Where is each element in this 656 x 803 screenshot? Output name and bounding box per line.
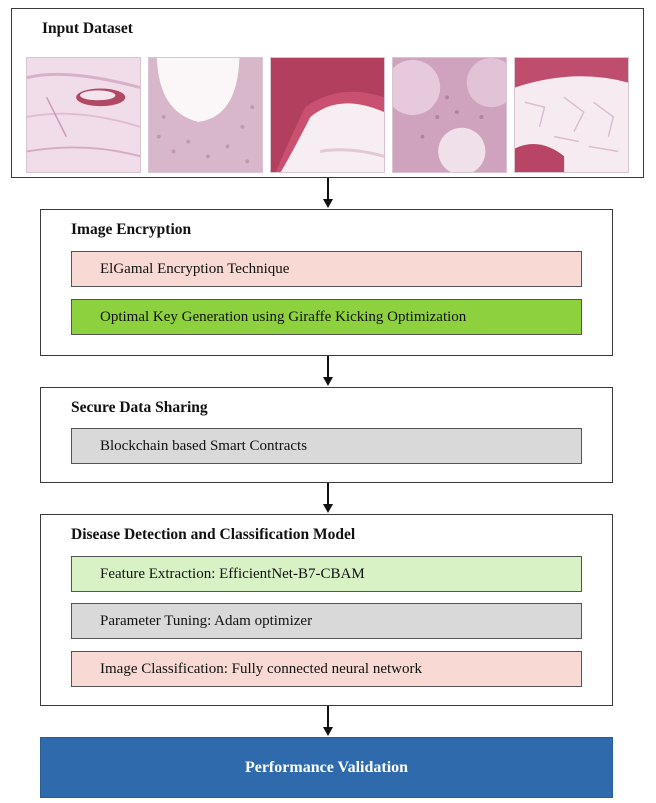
performance-validation-box: Performance Validation: [40, 737, 613, 798]
flow-arrowhead-2: [323, 377, 333, 386]
flow-arrowhead-1: [323, 199, 333, 208]
detection-model-title: Disease Detection and Classification Mod…: [71, 526, 356, 543]
flow-arrow-1: [327, 178, 329, 200]
image-encryption-title: Image Encryption: [71, 221, 192, 238]
flow-arrowhead-4: [323, 727, 333, 736]
secure-sharing-title: Secure Data Sharing: [71, 399, 208, 416]
key-generation-step: Optimal Key Generation using Giraffe Kic…: [71, 299, 582, 335]
histology-image-1: [26, 57, 141, 173]
image-classification-step: Image Classification: Fully connected ne…: [71, 651, 582, 687]
histology-image-2: [148, 57, 263, 173]
histology-image-3: [270, 57, 385, 173]
flow-arrow-4: [327, 706, 329, 728]
flow-arrow-3: [327, 483, 329, 505]
flow-arrowhead-3: [323, 504, 333, 513]
elgamal-encryption-step: ElGamal Encryption Technique: [71, 251, 582, 287]
flow-arrow-2: [327, 356, 329, 378]
feature-extraction-step: Feature Extraction: EfficientNet-B7-CBAM: [71, 556, 582, 592]
histology-image-4: [392, 57, 507, 173]
input-dataset-title: Input Dataset: [42, 20, 133, 37]
parameter-tuning-step: Parameter Tuning: Adam optimizer: [71, 603, 582, 639]
blockchain-step: Blockchain based Smart Contracts: [71, 428, 582, 464]
histology-image-5: [514, 57, 629, 173]
input-dataset-box: Input Dataset: [11, 8, 644, 178]
